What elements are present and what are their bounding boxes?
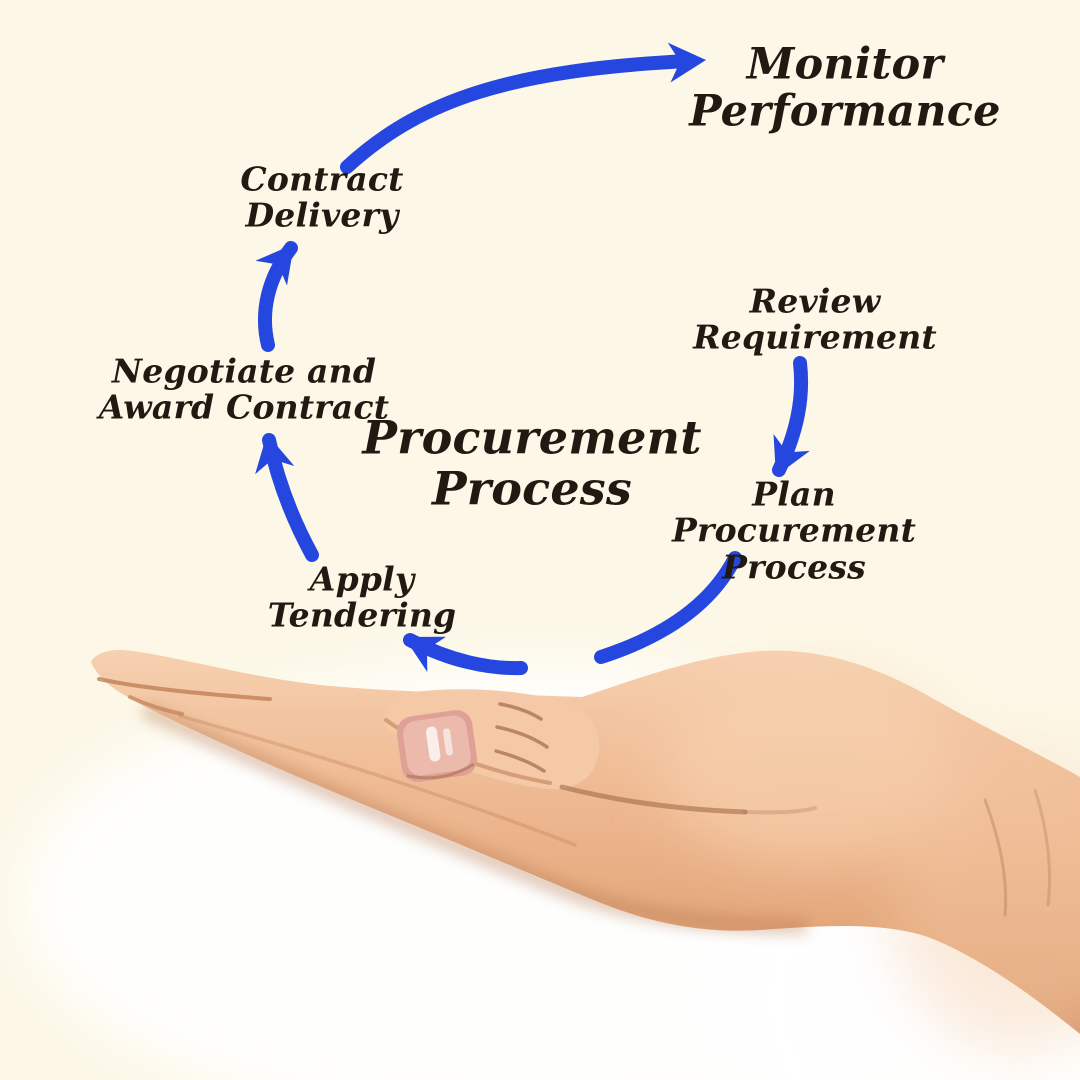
arrow-apply-tendering-to-negotiate-head (255, 434, 295, 475)
arrow-review-requirement-to-plan-head (773, 434, 810, 476)
arrow-plan-to-apply-segment-right (594, 551, 742, 664)
step-label-plan-procurement-process: Plan Procurement Process (671, 474, 917, 587)
arrow-contract-delivery-to-monitor-performance (340, 54, 695, 174)
knuckle-wrinkles (494, 702, 549, 773)
hand-shading (142, 675, 1080, 1050)
step-label-negotiate-and-award-contract: Negotiate and Award Contract (98, 351, 390, 427)
step-label-review-requirement: Review Requirement (693, 281, 937, 357)
diagram-center-title: Procurement Process (362, 410, 702, 515)
arrow-contract-delivery-to-monitor-performance-head (667, 42, 706, 83)
hand-photo (91, 650, 1080, 1050)
arrow-plan-to-apply-segment-left-head (404, 636, 447, 672)
step-label-monitor-performance: Monitor Performance (689, 39, 1001, 137)
arrow-negotiate-to-contract-delivery-head (255, 244, 294, 286)
step-label-contract-delivery: Contract Delivery (240, 159, 404, 235)
finger-creases (97, 677, 577, 847)
step-label-apply-tendering: Apply Tendering (267, 559, 457, 635)
palm-and-wrist-creases (559, 784, 1051, 917)
cycle-arrows (255, 42, 810, 676)
thumbnail (396, 710, 478, 782)
